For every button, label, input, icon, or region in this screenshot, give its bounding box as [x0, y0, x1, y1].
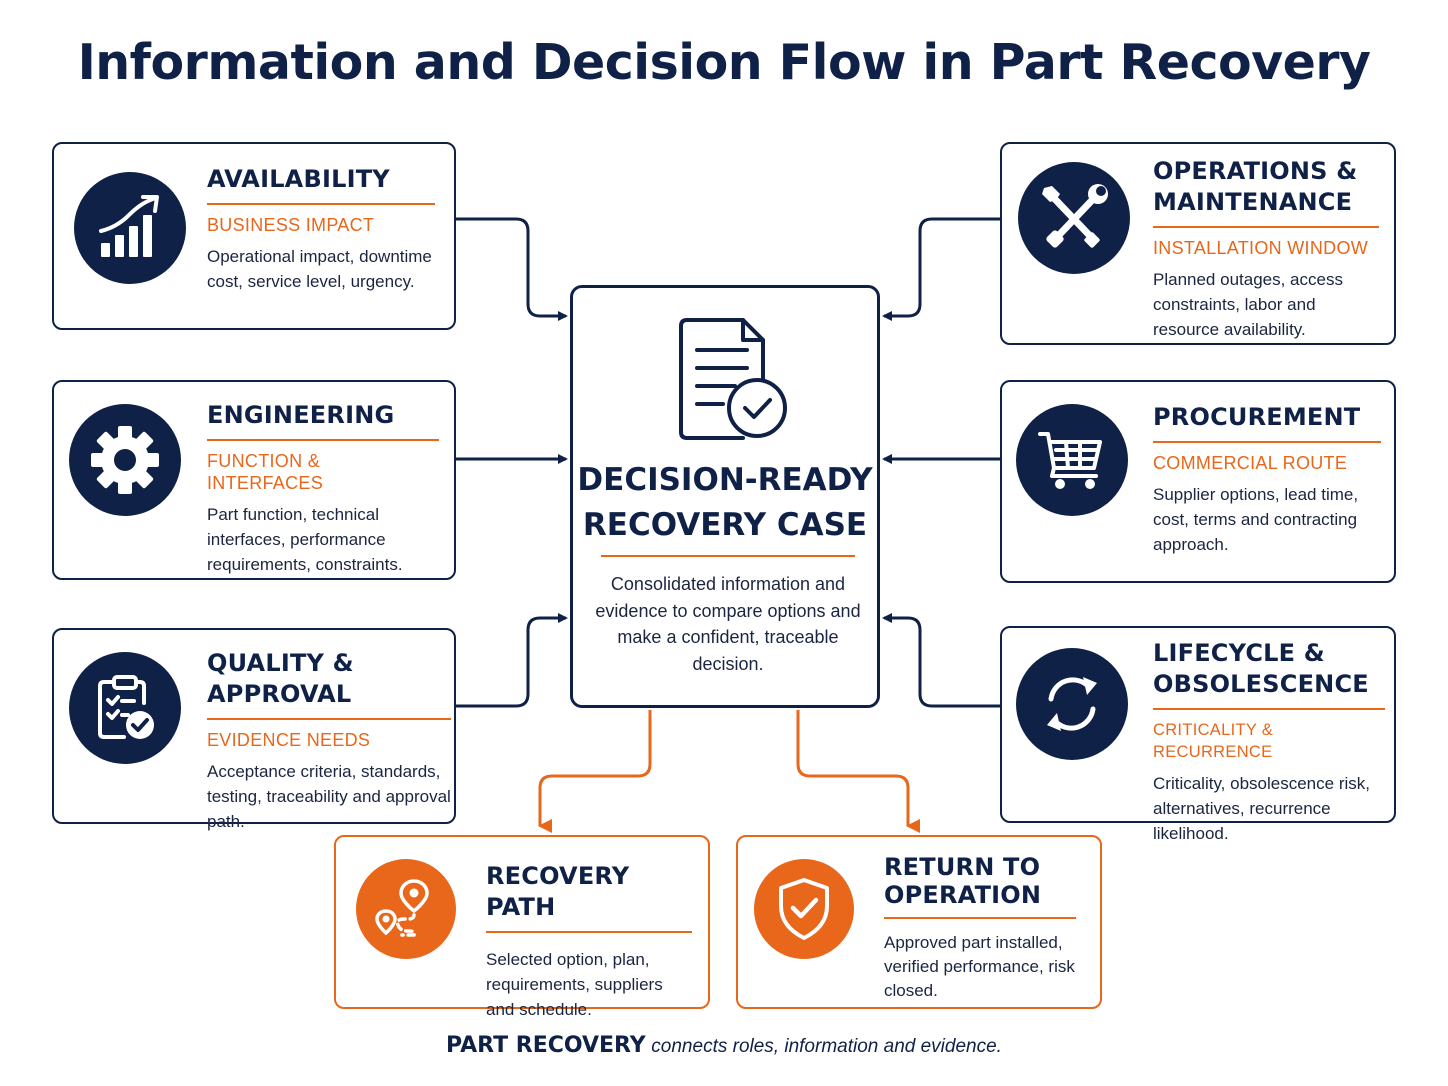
card-body: Criticality, obsolescence risk, alternat… — [1153, 774, 1370, 843]
procurement-card: PROCUREMENT COMMERCIAL ROUTE Supplier op… — [1000, 380, 1396, 583]
center-title-line: RECOVERY CASE — [582, 507, 868, 543]
divider — [1153, 441, 1381, 443]
card-title: OPERATIONS & MAINTENANCE — [1153, 156, 1379, 218]
card-title: RETURN TO OPERATION — [884, 853, 1076, 909]
arrow-lifecycle-to-case — [882, 613, 1001, 708]
arrow-operations-to-case — [882, 217, 1001, 321]
card-title-line: OPERATIONS & — [1153, 157, 1358, 185]
divider — [1153, 708, 1385, 710]
document-check-icon — [673, 316, 789, 447]
wrench-screwdriver-icon — [1018, 162, 1130, 274]
divider — [601, 555, 855, 557]
card-title: ENGINEERING — [207, 401, 395, 429]
shield-check-icon — [754, 859, 854, 959]
recovery-path-card: RECOVERY PATH Selected option, plan, req… — [334, 835, 710, 1019]
divider — [486, 931, 692, 933]
card-body: Approved part installed, verified perfor… — [884, 933, 1075, 1000]
card-title: PROCUREMENT — [1153, 403, 1361, 431]
center-title: DECISION-READY RECOVERY CASE — [573, 458, 877, 548]
card-subtitle: FUNCTION & INTERFACES — [207, 451, 324, 493]
card-subtitle: CRITICALITY & RECURRENCE — [1153, 721, 1274, 761]
refresh-cycle-icon — [1016, 648, 1128, 760]
arrow-quality-to-case — [456, 613, 568, 708]
gear-icon — [69, 404, 181, 516]
divider — [207, 439, 439, 441]
card-body: Selected option, plan, requirements, sup… — [486, 950, 663, 1019]
card-body: Planned outages, access constraints, lab… — [1153, 270, 1343, 339]
card-title: RECOVERY PATH — [486, 862, 630, 921]
divider — [1153, 226, 1379, 228]
divider — [207, 203, 435, 205]
card-title: QUALITY & APPROVAL — [207, 649, 354, 708]
availability-card: AVAILABILITY BUSINESS IMPACT Operational… — [52, 142, 456, 330]
return-to-operation-card: RETURN TO OPERATION Approved part instal… — [736, 835, 1102, 1009]
engineering-card: ENGINEERING FUNCTION & INTERFACES Part f… — [52, 380, 456, 580]
divider — [207, 718, 451, 720]
footer-strong: PART RECOVERY — [446, 1033, 646, 1058]
route-pin-icon — [356, 859, 456, 959]
card-body: Acceptance criteria, standards, testing,… — [207, 762, 451, 831]
clipboard-check-icon — [69, 652, 181, 764]
center-body: Consolidated information and evidence to… — [595, 574, 861, 674]
page-title: Information and Decision Flow in Part Re… — [77, 34, 1371, 91]
shopping-cart-icon — [1016, 404, 1128, 516]
card-subtitle: INSTALLATION WINDOW — [1153, 238, 1369, 258]
card-subtitle: BUSINESS IMPACT — [207, 215, 375, 235]
card-title-line: OPERATION — [884, 881, 1042, 909]
growth-chart-icon — [74, 172, 186, 284]
card-title: AVAILABILITY — [207, 165, 390, 193]
lifecycle-obsolescence-card: LIFECYCLE & OBSOLESCENCE CRITICALITY & R… — [1000, 626, 1396, 843]
card-subtitle: COMMERCIAL ROUTE — [1153, 453, 1348, 473]
card-title-line: LIFECYCLE & — [1153, 639, 1325, 667]
card-title-line: RETURN TO — [884, 853, 1041, 881]
center-title-line: DECISION-READY — [577, 462, 873, 498]
arrow-case-to-recovery-path — [538, 710, 652, 833]
arrow-availability-to-case — [456, 217, 568, 321]
footer-tagline: PART RECOVERY connects roles, informatio… — [0, 1033, 1448, 1058]
quality-approval-card: QUALITY & APPROVAL EVIDENCE NEEDS Accept… — [52, 628, 456, 831]
card-title: LIFECYCLE & OBSOLESCENCE — [1153, 638, 1385, 700]
card-subtitle: EVIDENCE NEEDS — [207, 730, 371, 750]
divider — [884, 917, 1076, 919]
card-title-line: MAINTENANCE — [1153, 188, 1353, 216]
card-body: Operational impact, downtime cost, servi… — [207, 247, 432, 291]
footer-text: connects roles, information and evidence… — [651, 1036, 1002, 1057]
operations-maintenance-card: OPERATIONS & MAINTENANCE INSTALLATION WI… — [1000, 142, 1396, 345]
arrow-case-to-return — [796, 710, 920, 833]
decision-ready-case-card: DECISION-READY RECOVERY CASE Consolidate… — [570, 285, 880, 708]
card-body: Part function, technical interfaces, per… — [207, 505, 403, 574]
card-body: Supplier options, lead time, cost, terms… — [1153, 485, 1359, 554]
card-title-line: OBSOLESCENCE — [1153, 670, 1369, 698]
